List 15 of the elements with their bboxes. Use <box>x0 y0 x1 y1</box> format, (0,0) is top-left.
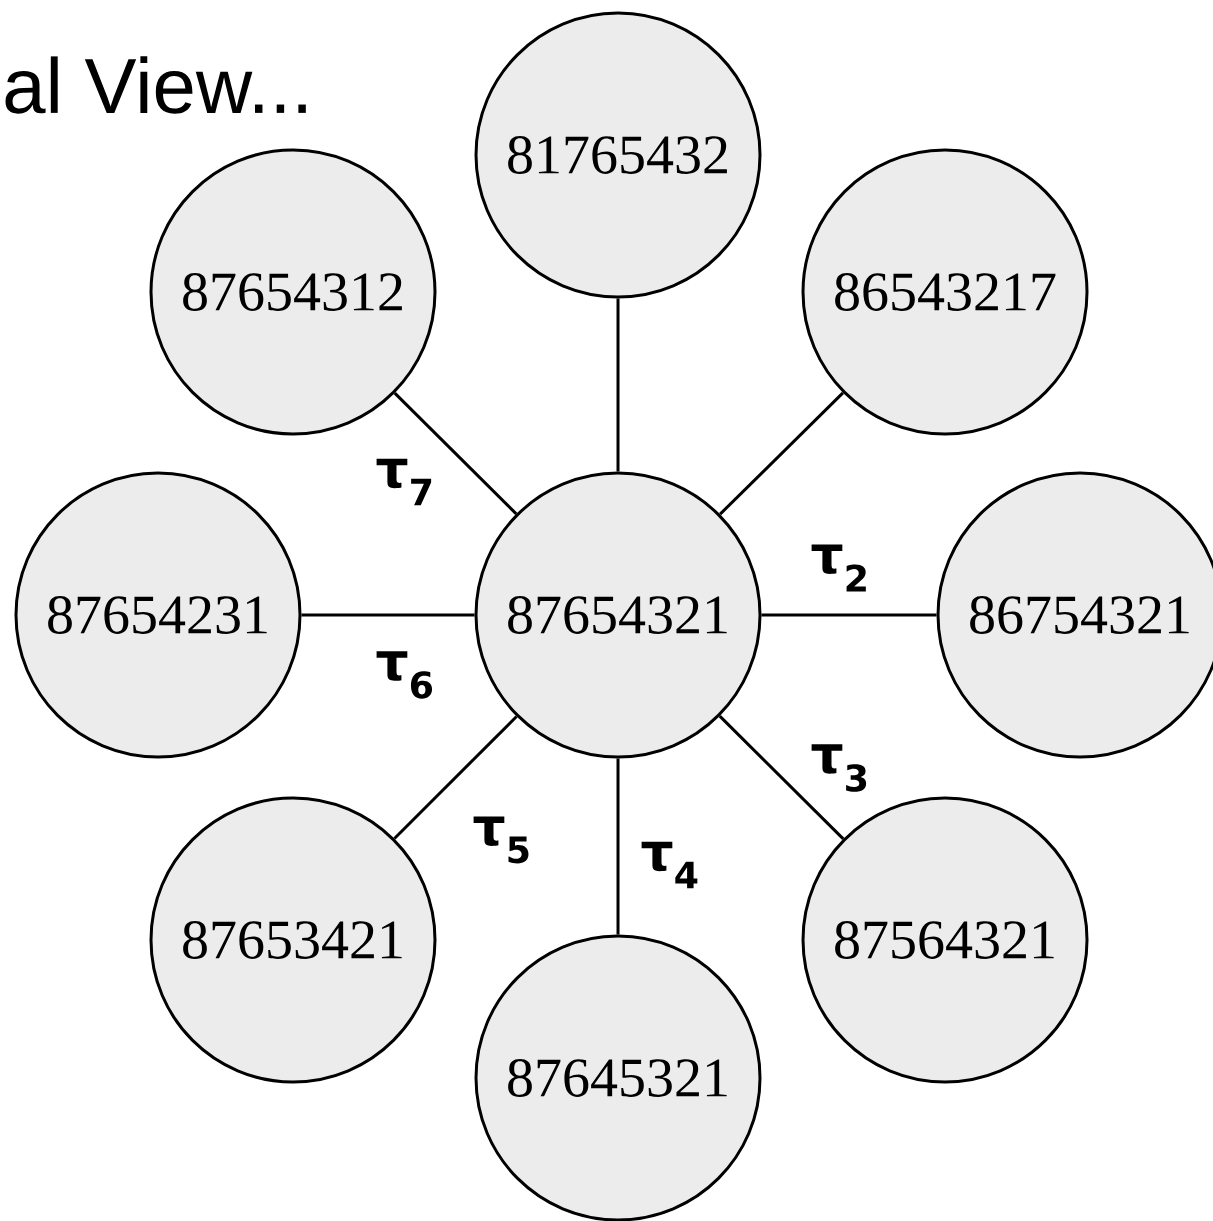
connector-line <box>761 613 937 617</box>
edge-label: τ$_{5}$ <box>470 814 534 866</box>
edge-label: τ$_{3}$ <box>808 742 872 794</box>
connector-line <box>616 298 620 472</box>
connector-line <box>719 391 844 516</box>
connector-line <box>393 392 518 515</box>
edge-label: τ$_{2}$ <box>808 542 872 594</box>
connector-line <box>301 613 475 617</box>
connector-line <box>393 715 518 840</box>
connector-line <box>718 715 845 840</box>
edge-label: τ$_{6}$ <box>373 649 437 701</box>
connector-line <box>616 758 620 935</box>
title: al View... <box>5 56 306 114</box>
edge-label: τ$_{4}$ <box>638 839 702 891</box>
edge-label: τ$_{7}$ <box>373 456 437 508</box>
